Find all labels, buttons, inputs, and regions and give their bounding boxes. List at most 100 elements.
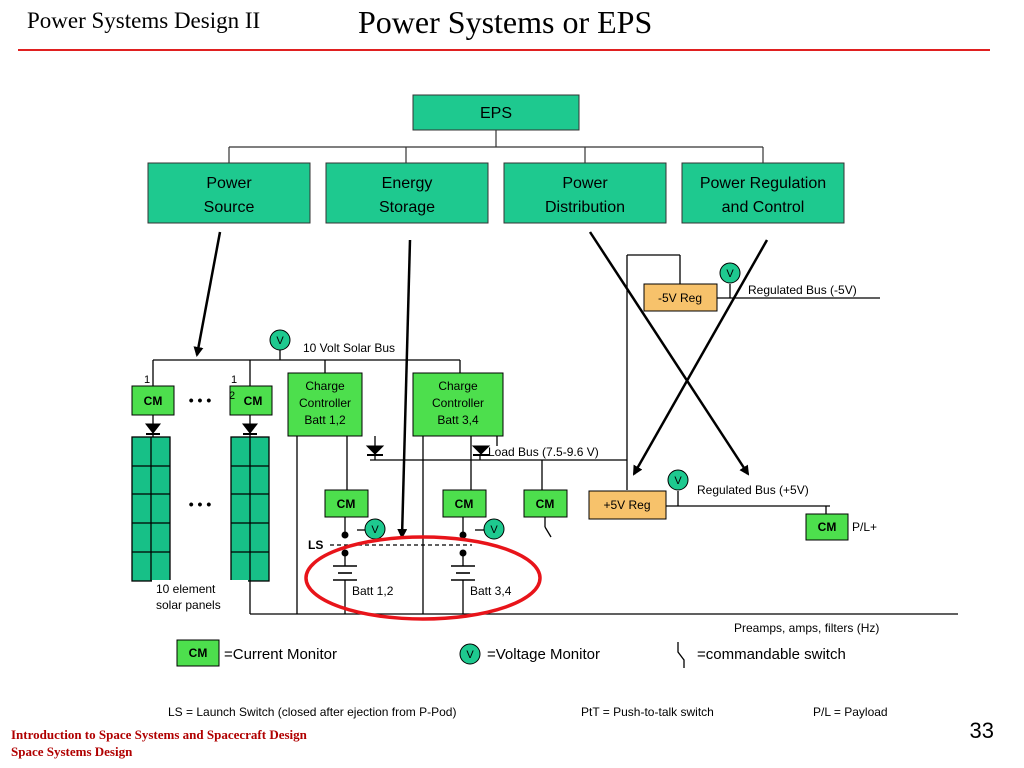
voltage-monitor-solar-label: V bbox=[276, 335, 284, 347]
cm-payload bbox=[805, 513, 849, 541]
eps-tree: EPS Power Source Energy Storage Power Di… bbox=[147, 94, 845, 224]
schematic-wiring bbox=[152, 254, 958, 615]
legend-cm-box bbox=[176, 639, 220, 667]
dots-upper: • • • bbox=[189, 392, 212, 408]
cm-load-label: CM bbox=[536, 497, 555, 511]
panel-caption-line-1: 10 element bbox=[156, 582, 216, 596]
ls-contact-1 bbox=[341, 531, 349, 539]
title-divider bbox=[18, 49, 990, 51]
energy-storage-label-1: Energy bbox=[382, 175, 433, 192]
neg-5v-regulator-label: -5V Reg bbox=[658, 291, 702, 305]
preamps-label: Preamps, amps, filters (Hz) bbox=[734, 621, 879, 635]
cm-panel-2-label: CM bbox=[244, 394, 263, 408]
voltage-monitor-pos-label: V bbox=[674, 475, 682, 487]
page-number: 33 bbox=[969, 718, 994, 743]
voltage-monitor-batt-2-label: V bbox=[490, 524, 498, 536]
legend-v-text: =Voltage Monitor bbox=[487, 646, 600, 663]
abbr-ls: LS = Launch Switch (closed after ejectio… bbox=[168, 705, 456, 719]
pointer-arrows bbox=[193, 231, 769, 539]
charge-controller-1-line-3: Batt 1,2 bbox=[304, 413, 346, 427]
pos-5v-regulator bbox=[588, 490, 667, 520]
arrow-power-source bbox=[193, 231, 222, 357]
charge-controller-1-line-1: Charge bbox=[305, 379, 345, 393]
neg-5v-regulator bbox=[643, 283, 718, 312]
panel-index-1: 1 bbox=[144, 374, 150, 386]
abbr-pl: P/L = Payload bbox=[813, 705, 888, 719]
cm-battery-1 bbox=[324, 489, 369, 518]
payload-label: P/L+ bbox=[852, 520, 877, 534]
cm-load bbox=[523, 489, 568, 518]
energy-storage-label-2: Storage bbox=[379, 199, 435, 216]
pos-5v-regulator-label: +5V Reg bbox=[603, 498, 650, 512]
tree-connectors bbox=[228, 130, 764, 163]
voltage-monitor-neg bbox=[719, 262, 741, 284]
ls-label: LS bbox=[308, 538, 323, 552]
footer-course: Introduction to Space Systems and Spacec… bbox=[11, 727, 307, 742]
cm-panel-2 bbox=[229, 385, 273, 416]
voltage-monitor-solar bbox=[269, 329, 291, 351]
charge-controller-2-line-2: Controller bbox=[432, 396, 484, 410]
eps-root-box bbox=[412, 94, 580, 131]
legend-cm-text: =Current Monitor bbox=[224, 646, 337, 663]
ls-contact-3 bbox=[459, 531, 467, 539]
solar-bus-label: 10 Volt Solar Bus bbox=[303, 341, 395, 355]
course-title: Power Systems Design II bbox=[27, 8, 261, 33]
charge-controller-1 bbox=[287, 372, 363, 437]
diodes bbox=[144, 423, 491, 456]
panel-index-2: 1 bbox=[231, 374, 237, 386]
voltage-monitor-neg-label: V bbox=[726, 268, 734, 280]
pos-bus-label: Regulated Bus (+5V) bbox=[697, 483, 809, 497]
neg-bus-label: Regulated Bus (-5V) bbox=[748, 283, 857, 297]
cm-battery-2 bbox=[442, 489, 487, 518]
footer-subtitle: Space Systems Design bbox=[11, 744, 133, 759]
cm-battery-1-label: CM bbox=[337, 497, 356, 511]
power-source-label-2: Source bbox=[204, 199, 255, 216]
panel-caption-line-2: solar panels bbox=[156, 598, 221, 612]
charge-controller-2-line-3: Batt 3,4 bbox=[437, 413, 479, 427]
arrow-power-distribution bbox=[588, 231, 750, 476]
power-distribution-label-2: Distribution bbox=[545, 199, 625, 216]
charge-controller-2-line-1: Charge bbox=[438, 379, 478, 393]
legend: CM =Current Monitor V =Voltage Monitor =… bbox=[176, 639, 846, 668]
cm-panel-1-label: CM bbox=[144, 394, 163, 408]
power-regulation-label-2: and Control bbox=[722, 199, 805, 216]
battery-highlight-ellipse bbox=[304, 535, 542, 621]
voltage-monitor-batt-2 bbox=[483, 518, 505, 540]
voltage-monitor-batt-1-label: V bbox=[371, 524, 379, 536]
batt-1-label: Batt 1,2 bbox=[352, 584, 394, 598]
charge-controller-1-line-2: Controller bbox=[299, 396, 351, 410]
panel-index-3: 2 bbox=[229, 390, 235, 402]
legend-switch-text: =commandable switch bbox=[697, 646, 846, 663]
abbr-ptt: PtT = Push-to-talk switch bbox=[581, 705, 714, 719]
energy-storage-box bbox=[325, 162, 489, 224]
dots-lower: • • • bbox=[189, 496, 212, 512]
legend-switch-icon bbox=[677, 642, 685, 668]
legend-v-icon-label: V bbox=[466, 649, 474, 661]
legend-cm-box-label: CM bbox=[189, 646, 208, 660]
ls-contact-4 bbox=[459, 549, 467, 557]
power-distribution-label-1: Power bbox=[562, 175, 608, 192]
cm-panel-1 bbox=[131, 385, 175, 416]
legend-v-icon bbox=[459, 643, 481, 665]
arrow-power-regulation bbox=[632, 239, 769, 476]
solar-panel-right bbox=[230, 436, 270, 582]
panel-caption-mask bbox=[152, 580, 248, 614]
arrow-energy-storage bbox=[397, 239, 412, 539]
power-regulation-box bbox=[681, 162, 845, 224]
charge-controller-2 bbox=[412, 372, 504, 437]
cm-payload-label: CM bbox=[818, 520, 837, 534]
batt-2-label: Batt 3,4 bbox=[470, 584, 512, 598]
page-title: Power Systems or EPS bbox=[358, 4, 653, 40]
eps-root-label: EPS bbox=[480, 105, 512, 122]
load-bus-label: Load Bus (7.5-9.6 V) bbox=[488, 445, 599, 459]
battery-symbols bbox=[333, 565, 475, 581]
solar-panel-left bbox=[131, 436, 171, 582]
power-regulation-label-1: Power Regulation bbox=[700, 175, 826, 192]
power-distribution-box bbox=[503, 162, 667, 224]
ls-contact-2 bbox=[341, 549, 349, 557]
voltage-monitor-pos bbox=[667, 469, 689, 491]
cm-battery-2-label: CM bbox=[455, 497, 474, 511]
power-source-box bbox=[147, 162, 311, 224]
power-source-label-1: Power bbox=[206, 175, 252, 192]
